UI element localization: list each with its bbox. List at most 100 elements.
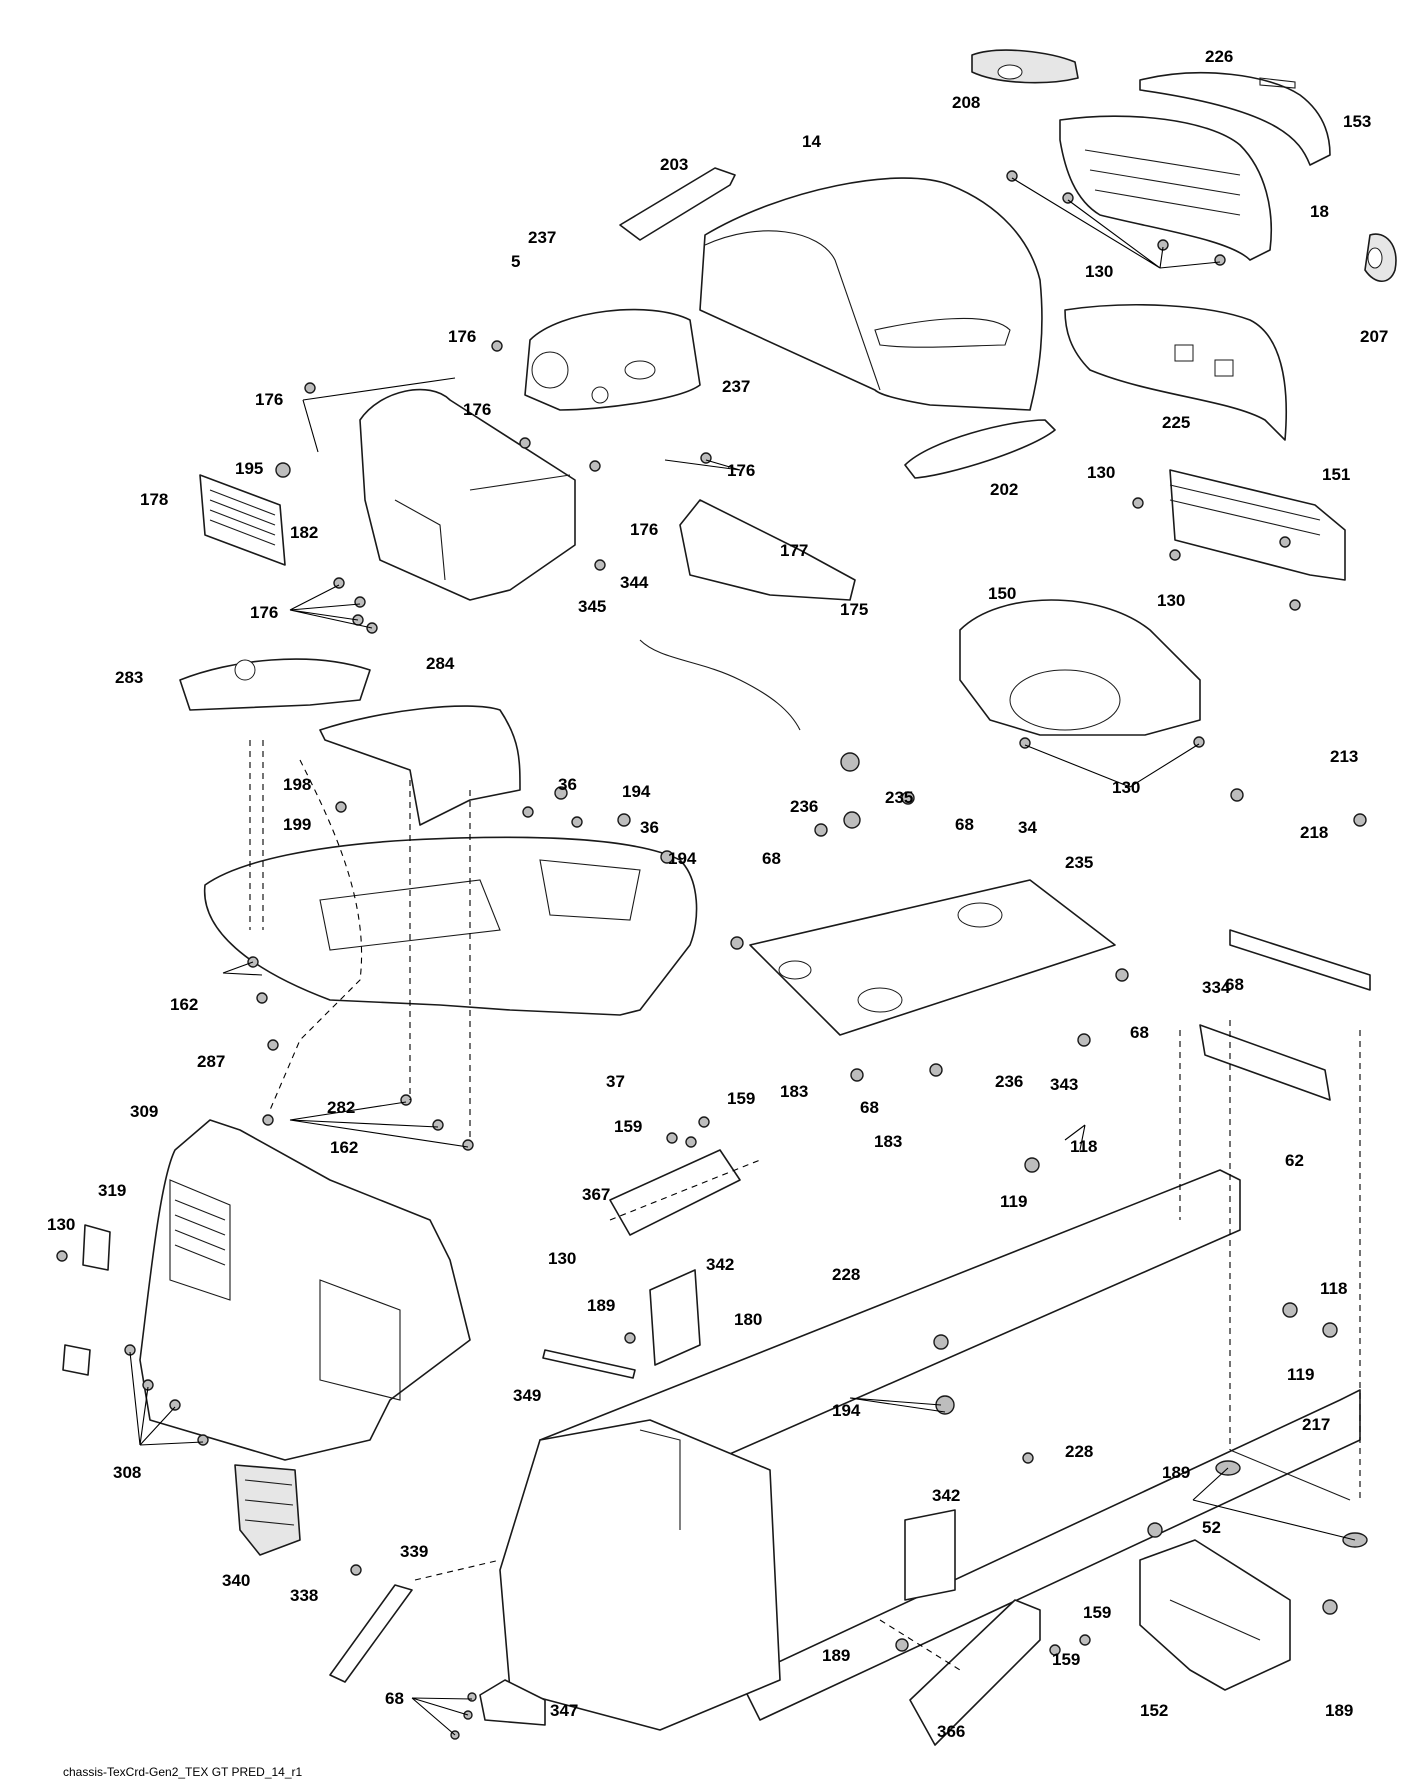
callout: 226	[1205, 47, 1233, 66]
part-150-pulley-cover	[959, 599, 1201, 736]
callout: 175	[840, 600, 868, 619]
part-37-fender	[203, 836, 698, 1016]
assembly-lines	[249, 740, 1361, 1671]
callout: 218	[1300, 823, 1328, 842]
callout: 334	[1202, 978, 1231, 997]
callout: 284	[426, 654, 455, 673]
callout: 366	[937, 1722, 965, 1741]
callout: 5	[511, 252, 520, 271]
callout: 68	[955, 815, 974, 834]
callout: 159	[1083, 1603, 1111, 1622]
callout: 182	[290, 523, 318, 542]
callout: 228	[1065, 1442, 1093, 1461]
callout: 152	[1140, 1701, 1168, 1720]
callout: 343	[1050, 1075, 1078, 1094]
part-283-fender-panel	[179, 658, 371, 711]
callout: 347	[550, 1701, 578, 1720]
callout: 283	[115, 668, 143, 687]
callout: 176	[448, 327, 476, 346]
callout: 237	[528, 228, 556, 247]
callout: 189	[1162, 1463, 1190, 1482]
callout: 309	[130, 1102, 158, 1121]
callout: 118	[1320, 1279, 1347, 1298]
callout: 208	[952, 93, 980, 112]
callout: 287	[197, 1052, 225, 1071]
callout: 176	[255, 390, 283, 409]
callout: 162	[330, 1138, 358, 1157]
part-309-front-panel	[139, 1119, 471, 1461]
part-175-bracket	[679, 499, 856, 601]
callout: 118	[1070, 1137, 1097, 1156]
callout: 345	[578, 597, 606, 616]
callout: 68	[1130, 1023, 1149, 1042]
callout: 344	[620, 573, 649, 592]
callout-labels: 208 226 153 14 203 18 130 237 207 5 176 …	[47, 47, 1388, 1741]
callout: 150	[988, 584, 1016, 603]
callout: 52	[1202, 1518, 1221, 1537]
callout: 176	[630, 520, 658, 539]
callout: 180	[734, 1310, 762, 1329]
callout: 36	[558, 775, 577, 794]
callout: 349	[513, 1386, 541, 1405]
part-178-grate	[199, 474, 286, 566]
hardware-fasteners	[56, 170, 1367, 1740]
part-5-dash-panel	[524, 308, 701, 411]
callout: 189	[1325, 1701, 1353, 1720]
part-342-plate-lower	[904, 1509, 956, 1601]
callout: 130	[1087, 463, 1115, 482]
callout: 319	[98, 1181, 126, 1200]
callout: 338	[290, 1586, 318, 1605]
part-152-shield	[1139, 1539, 1291, 1691]
callout: 176	[463, 400, 491, 419]
callout: 37	[606, 1072, 625, 1091]
callout: 235	[1065, 853, 1093, 872]
callout: 228	[832, 1265, 860, 1284]
callout: 153	[1343, 112, 1371, 131]
callout: 202	[990, 480, 1018, 499]
callout: 159	[1052, 1650, 1080, 1669]
callout: 235	[885, 788, 913, 807]
part-14-hood	[699, 177, 1043, 411]
part-344-cable	[639, 639, 801, 731]
callout: 68	[385, 1689, 404, 1708]
part-339-handle	[329, 1584, 413, 1683]
callout: 162	[170, 995, 198, 1014]
callout: 130	[1112, 778, 1140, 797]
callout: 339	[400, 1542, 428, 1561]
callout: 198	[283, 775, 311, 794]
callout: 34	[1018, 818, 1037, 837]
callout: 183	[874, 1132, 902, 1151]
callout: 282	[327, 1098, 355, 1117]
callout: 18	[1310, 202, 1329, 221]
part-34-mounting-plate	[749, 879, 1116, 1036]
diagram-caption: chassis-TexCrd-Gen2_TEX GT PRED_14_r1	[63, 1765, 303, 1779]
part-366-bracket	[909, 1599, 1041, 1746]
callout: 213	[1330, 747, 1358, 766]
callout: 367	[582, 1185, 610, 1204]
callout: 207	[1360, 327, 1388, 346]
callout: 225	[1162, 413, 1190, 432]
part-368-pad	[62, 1344, 91, 1376]
part-218-bracket	[1229, 929, 1371, 991]
part-347-bracket	[479, 1679, 546, 1726]
part-226-153-grille-strip	[1139, 72, 1331, 166]
part-180-main-frame	[499, 1169, 1361, 1731]
callout: 36	[640, 818, 659, 837]
callout: 119	[1287, 1365, 1314, 1384]
callout: 183	[780, 1082, 808, 1101]
part-202-side-trim	[904, 419, 1056, 479]
callout: 159	[614, 1117, 642, 1136]
callout: 194	[832, 1401, 861, 1420]
callout: 189	[822, 1646, 850, 1665]
callout: 130	[548, 1249, 576, 1268]
callout: 194	[668, 849, 697, 868]
callout: 130	[1085, 262, 1113, 281]
callout: 236	[790, 797, 818, 816]
part-340-deflector	[234, 1464, 301, 1556]
callout: 340	[222, 1571, 250, 1590]
part-207-headlight	[1364, 233, 1397, 283]
callout: 151	[1322, 465, 1350, 484]
callout: 119	[1000, 1192, 1027, 1211]
callout: 177	[780, 541, 808, 560]
